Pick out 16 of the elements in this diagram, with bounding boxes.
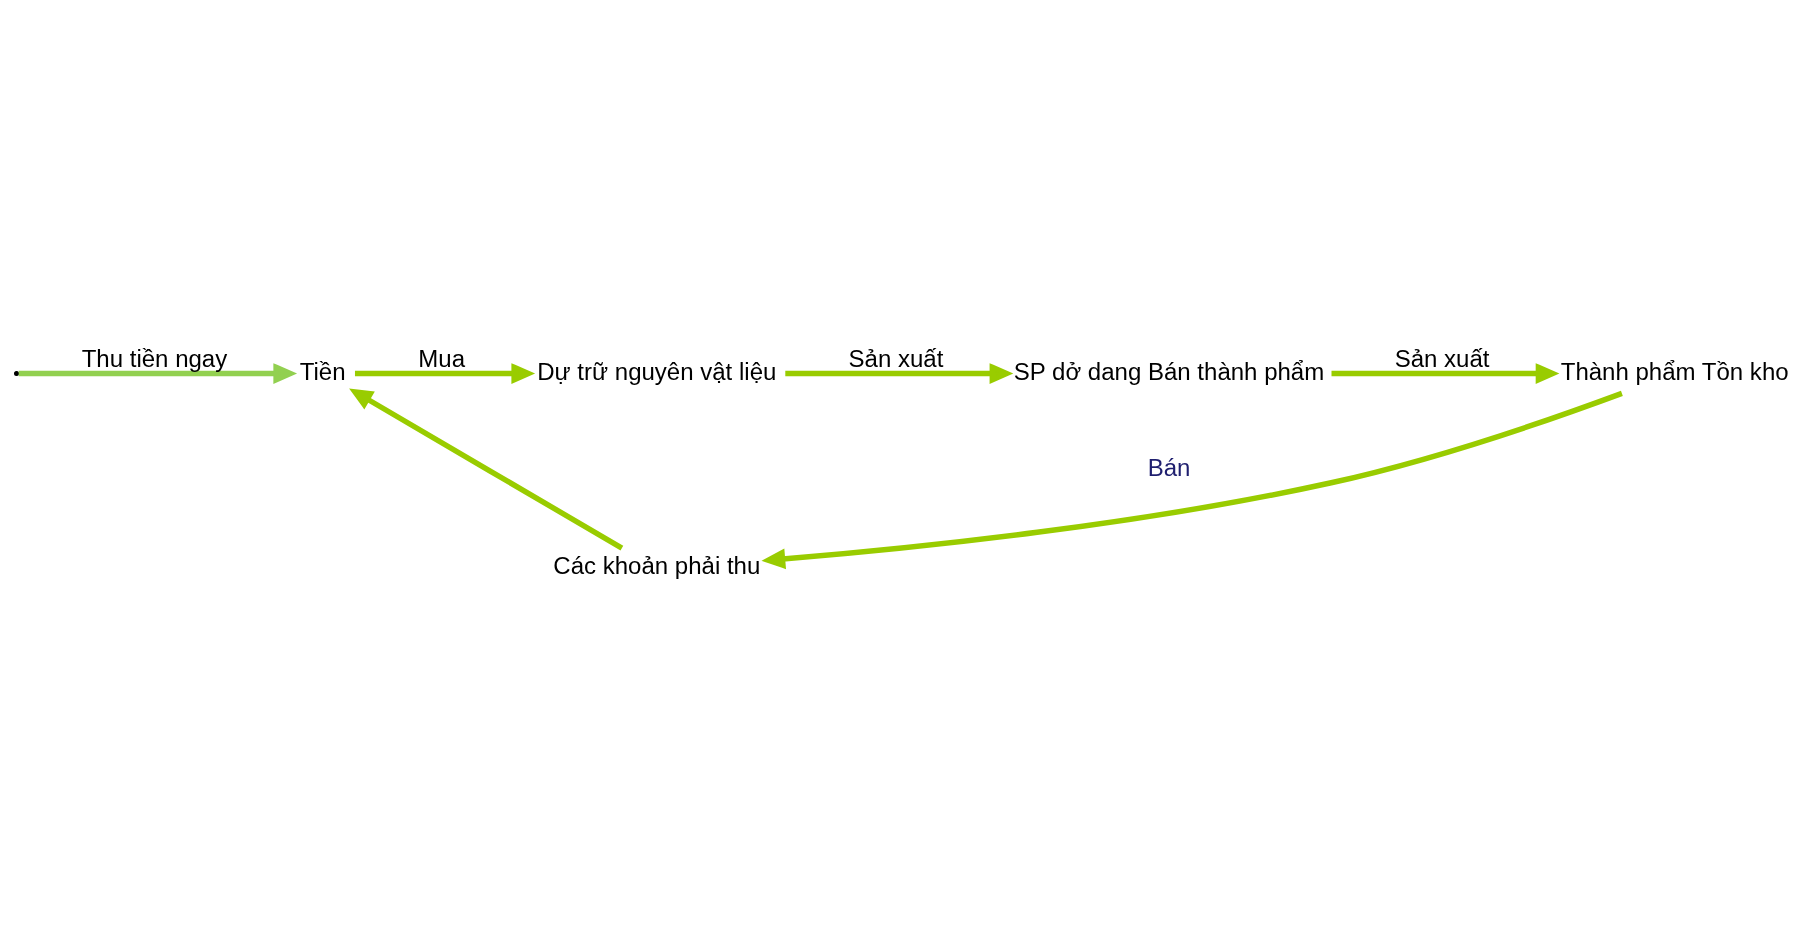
edge-label: Thu tiền ngay bbox=[81, 344, 227, 372]
edge-label: Mua bbox=[417, 344, 465, 372]
edge-label: Sản xuất bbox=[848, 344, 943, 372]
node-text: Thành phẩm Tồn kho bbox=[1560, 357, 1789, 385]
arrow bbox=[761, 390, 1623, 570]
edge-label: Sản xuất bbox=[1394, 344, 1489, 372]
arrow bbox=[354, 363, 535, 384]
node-text: Dự trữ nguyên vật liệu bbox=[536, 357, 776, 385]
edge-label: Bán bbox=[1147, 453, 1190, 481]
arrow bbox=[784, 363, 1013, 384]
node-text: Các khoản phải thu bbox=[552, 552, 760, 580]
arrow bbox=[18, 363, 297, 384]
arrow bbox=[1331, 363, 1559, 384]
arrow bbox=[348, 388, 623, 551]
node-text: SP dở dang Bán thành phẩm bbox=[1013, 357, 1324, 385]
node-text: Tiền bbox=[299, 357, 346, 385]
